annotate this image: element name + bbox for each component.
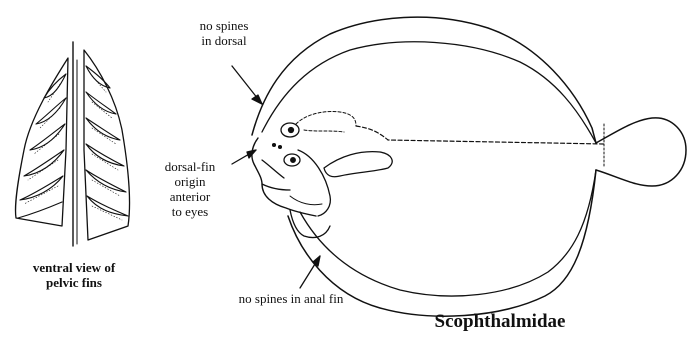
inset-caption: ventral view of pelvic fins <box>2 260 146 290</box>
upper-eye-pupil <box>289 128 294 133</box>
body-edge-top <box>262 42 596 143</box>
dorsal-origin-label-line3: anterior <box>144 189 236 204</box>
dorsal-spines-label-line2: in dorsal <box>178 33 270 48</box>
dorsal-spines-label-line1: no spines <box>178 18 270 33</box>
pectoral-fin <box>324 152 392 177</box>
gill-line <box>290 196 322 205</box>
dorsal-origin-label-line1: dorsal-fin <box>144 159 236 174</box>
dorsal-spines-label: no spines in dorsal <box>178 18 270 48</box>
lower-eye-pupil <box>291 158 296 163</box>
body-edge-bottom <box>300 170 596 296</box>
inset-caption-line1: ventral view of <box>2 260 146 275</box>
caudal-fin <box>596 118 686 186</box>
nostril-dot <box>273 144 276 147</box>
anal-spines-label-line1: no spines in anal fin <box>186 291 396 306</box>
nostril-dot <box>279 146 282 149</box>
lateral-line-arch <box>296 112 356 127</box>
flatfish-drawing <box>252 17 686 316</box>
lateral-line <box>356 126 604 144</box>
family-name-title: Scophthalmidae <box>390 311 610 333</box>
dorsal-origin-label-line2: origin <box>144 174 236 189</box>
dorsal-origin-label: dorsal-fin origin anterior to eyes <box>144 159 236 219</box>
inset-caption-line2: pelvic fins <box>2 275 146 290</box>
dorsal-fin-outline <box>252 17 596 143</box>
lateral-line-head <box>304 130 344 132</box>
right-fin-shading <box>92 76 122 220</box>
pelvic-fins-drawing <box>15 42 129 246</box>
anal-spines-label: no spines in anal fin <box>186 291 396 306</box>
dorsal-origin-label-line4: to eyes <box>144 204 236 219</box>
right-fin-rays <box>86 66 128 216</box>
operculum <box>298 150 330 216</box>
